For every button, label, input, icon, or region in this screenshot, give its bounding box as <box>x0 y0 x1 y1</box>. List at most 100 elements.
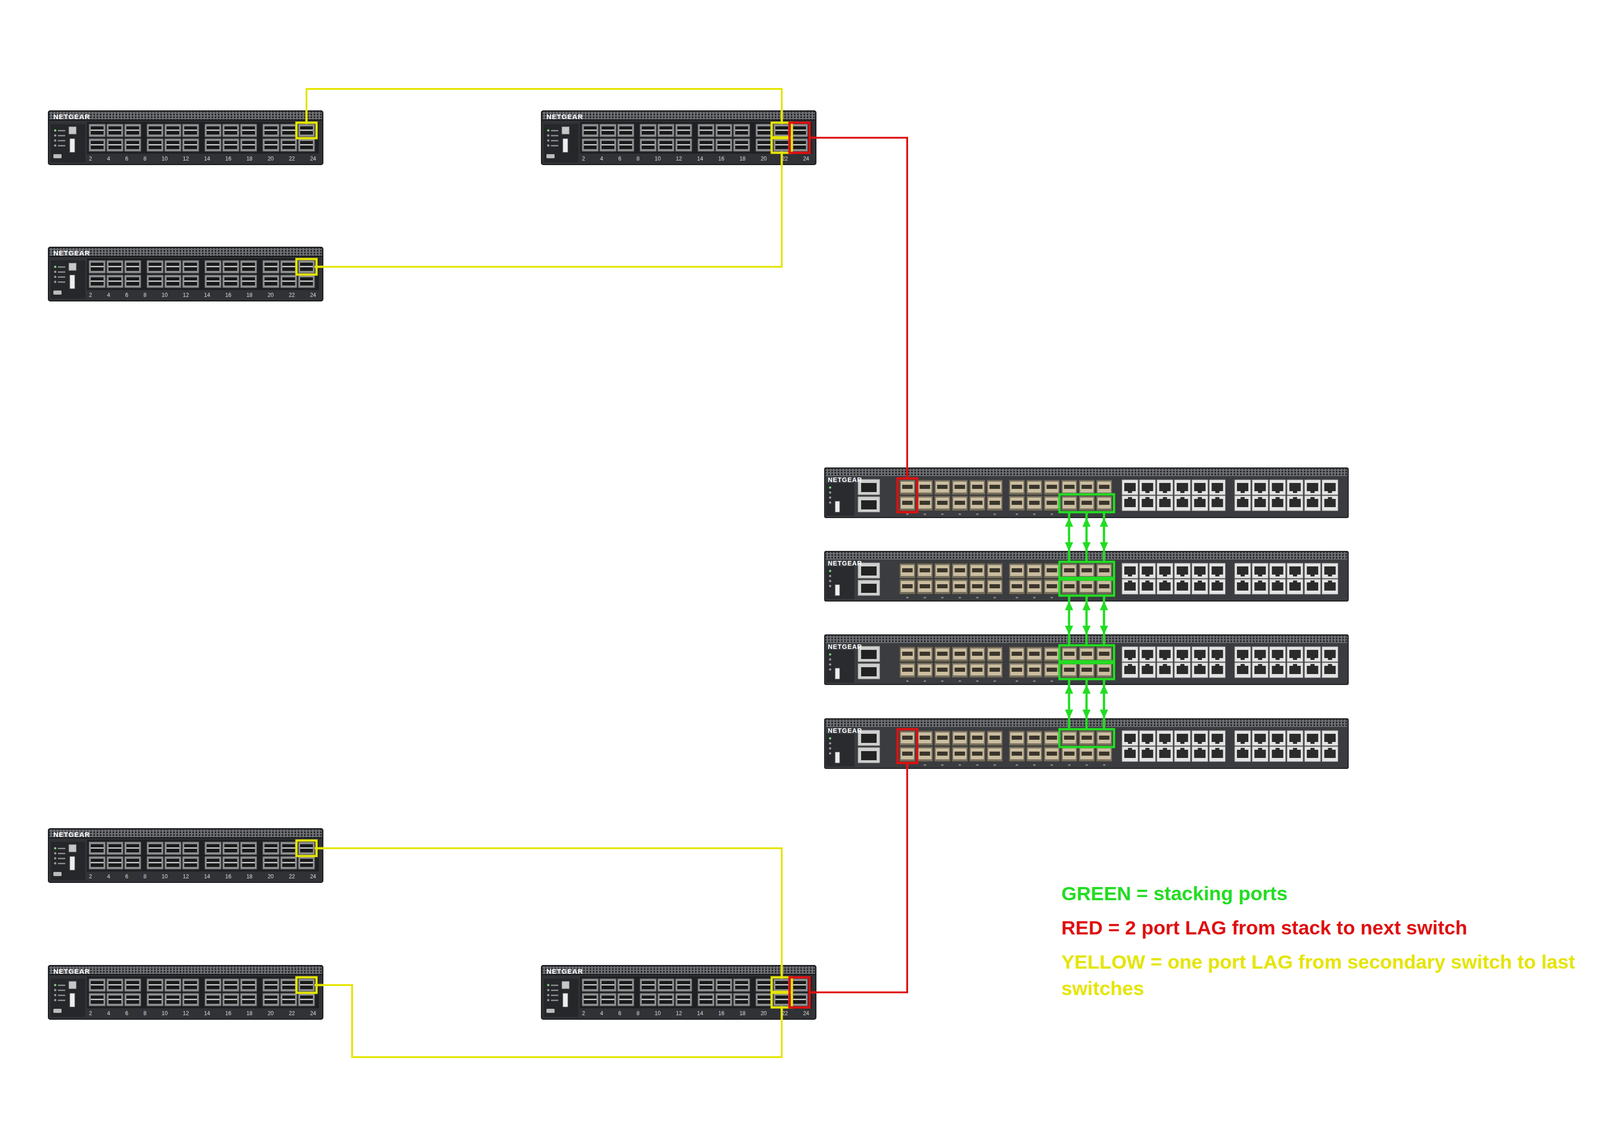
rj45-port <box>1122 479 1138 495</box>
sfp-cage <box>1078 495 1095 511</box>
sfp-slot <box>90 995 104 1004</box>
sfp-latch <box>775 144 789 146</box>
rj45-notch <box>1310 664 1315 666</box>
sfp-slot <box>148 126 162 135</box>
rj45-notch <box>1197 664 1202 666</box>
rj45-port <box>1139 479 1156 495</box>
sfp-cage <box>987 479 1003 495</box>
sfp-frame <box>1080 732 1094 744</box>
usb-port <box>835 584 840 596</box>
led-caption-mark <box>57 129 66 132</box>
rj45-notch <box>1275 497 1280 499</box>
lag-link-1-port <box>323 985 782 1058</box>
sfp-cage <box>899 746 916 762</box>
sfp-cage <box>88 260 106 274</box>
rj45-port <box>1139 746 1156 762</box>
sfp-cage <box>88 993 106 1007</box>
led-caption-mark <box>57 140 66 142</box>
rj45-notch <box>1275 748 1280 750</box>
sfp-slot <box>717 981 731 990</box>
sfp-slot <box>1064 568 1075 573</box>
rj45-port <box>1122 730 1138 746</box>
port-highlight <box>1059 577 1115 596</box>
usb-port <box>69 138 75 153</box>
sfp-frame <box>935 648 950 660</box>
console-port <box>53 872 62 877</box>
sfp-frame <box>970 565 984 577</box>
sfp-frame <box>900 481 915 493</box>
cable-stub <box>1067 634 1071 646</box>
rj45-notch <box>1310 491 1315 494</box>
sfp-frame <box>1097 581 1112 593</box>
sfp-cage <box>124 856 141 870</box>
usb-port <box>835 501 840 513</box>
sfp-cage <box>715 993 733 1007</box>
sfp-slot <box>242 995 255 1004</box>
rj45-port <box>1287 495 1304 511</box>
sfp-latch <box>242 280 255 282</box>
panel-edge <box>542 974 816 976</box>
rj45-port <box>1269 479 1286 495</box>
port-led <box>1015 513 1019 515</box>
rj45-port <box>1157 579 1174 595</box>
sfp-frame <box>1097 565 1112 577</box>
sfp-slot <box>1011 484 1023 489</box>
sfp-cage <box>182 856 199 870</box>
port-led <box>958 597 962 599</box>
rj45-port <box>1251 495 1268 511</box>
rj45-socket <box>1289 582 1301 591</box>
sfp-cage <box>1096 563 1113 579</box>
mode-button <box>68 981 77 989</box>
sfp-slot <box>166 262 180 271</box>
sfp-frame <box>1010 748 1024 760</box>
sfp-slot <box>148 277 162 286</box>
status-panel <box>50 841 86 881</box>
sfp-latch <box>206 998 220 1001</box>
status-led <box>54 270 57 274</box>
sfp-latch <box>699 984 713 986</box>
sfp-slot <box>264 277 278 286</box>
sfp-slot <box>90 858 104 868</box>
rj45-socket <box>1194 665 1206 675</box>
rj45-socket <box>1254 498 1266 508</box>
sfp-latch <box>300 862 313 864</box>
sfp-frame <box>1062 497 1076 509</box>
status-led <box>54 134 57 137</box>
sfp-cage <box>106 978 124 992</box>
mgmt-port <box>857 580 880 596</box>
sfp-cage <box>204 841 222 855</box>
sfp-cage <box>1096 479 1113 495</box>
rj45-port <box>1269 730 1286 746</box>
panel-edge <box>542 119 816 121</box>
switch-illustration <box>824 550 1349 602</box>
sfp-slot <box>1028 484 1040 489</box>
rj45-socket <box>1159 665 1171 675</box>
switch-24-port: NETGEAR2 4 6 8 10 12 14 16 18 20 22 24 <box>540 965 817 1020</box>
sfp-slot <box>1099 735 1110 740</box>
sfp-latch <box>184 984 198 986</box>
rj45-notch <box>1257 580 1263 583</box>
sfp-slot <box>971 735 983 740</box>
sfp-slot <box>184 858 198 868</box>
sfp-slot <box>1011 500 1023 505</box>
mgmt-slot <box>861 733 877 743</box>
status-panel <box>543 978 579 1018</box>
sfp-cage <box>124 275 141 288</box>
sfp-frame <box>1045 565 1059 577</box>
sfp-cage <box>733 978 750 992</box>
port-led <box>1068 764 1071 766</box>
sfp-latch <box>300 265 313 268</box>
sfp-cage <box>581 993 599 1007</box>
sfp-frame <box>988 481 1002 493</box>
rj45-notch <box>1275 491 1280 494</box>
sfp-cage <box>280 978 297 992</box>
status-led <box>54 275 57 279</box>
sfp-slot <box>717 126 731 135</box>
sfp-frame <box>970 648 984 660</box>
rj45-notch <box>1240 748 1245 750</box>
rj45-port <box>1304 563 1321 579</box>
sfp-latch <box>659 984 673 986</box>
sfp-cage <box>987 746 1003 762</box>
rj45-port <box>1269 662 1286 678</box>
sfp-latch <box>699 129 713 131</box>
